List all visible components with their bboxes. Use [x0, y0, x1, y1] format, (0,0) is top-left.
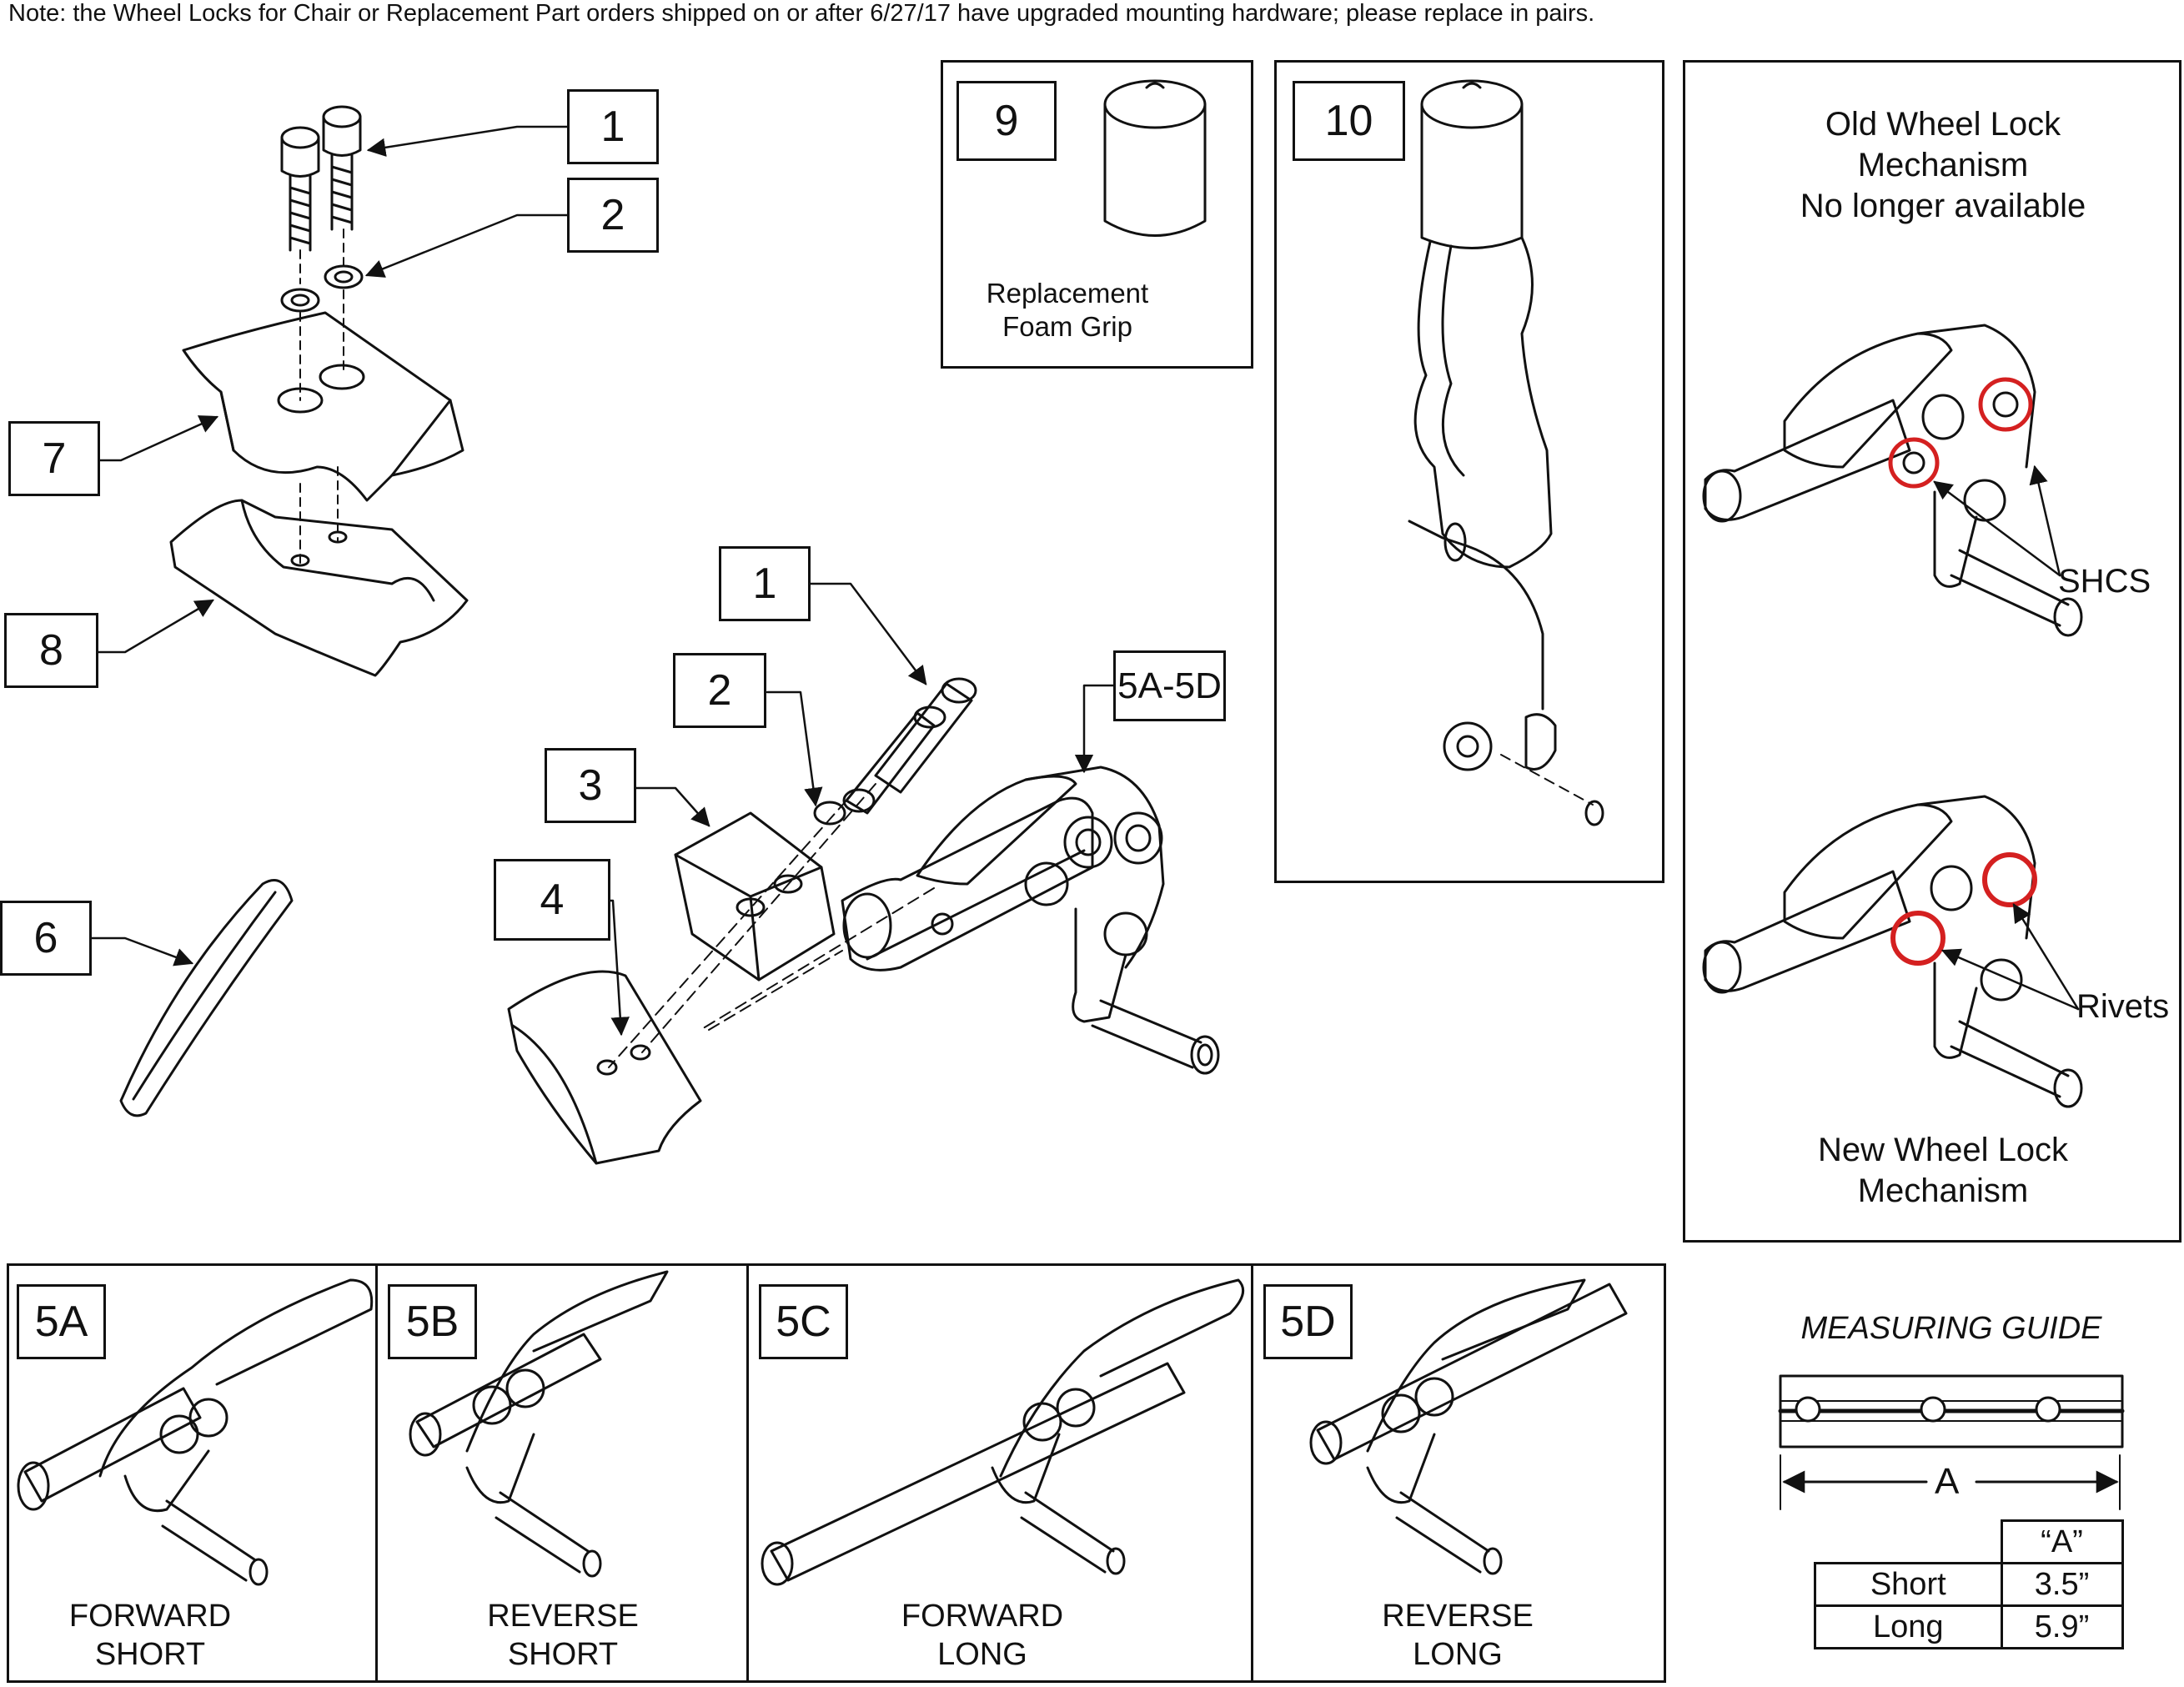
old-mechanism-title: Old Wheel Lock Mechanism No longer avail…: [1718, 104, 2168, 226]
callout-9: 9: [956, 81, 1057, 161]
callout-3: 3: [545, 748, 636, 823]
old-mechanism-title-line1: Old Wheel Lock: [1825, 106, 2061, 143]
panel-foam-grip: [941, 60, 1253, 369]
old-mechanism-title-line3: No longer available: [1800, 187, 2086, 224]
screw-top-2: [322, 105, 362, 231]
new-mechanism-drawing: [1702, 795, 2083, 1108]
variant-5a-code: 5A: [17, 1284, 106, 1359]
clamp-bottom-8: [169, 499, 469, 677]
callout-2-top: 2: [567, 178, 659, 253]
variant-5a-label: FORWARD SHORT: [25, 1597, 275, 1674]
variant-5c-label-line1: FORWARD: [901, 1599, 1064, 1634]
variant-5c-drawing: [761, 1278, 1245, 1586]
row-name: Long: [1814, 1604, 2003, 1649]
foam-grip-9: [1103, 79, 1207, 237]
foam-grip-label-line2: Foam Grip: [1002, 311, 1132, 343]
callout-7: 7: [8, 421, 100, 496]
variant-5d-code: 5D: [1263, 1284, 1353, 1359]
variant-5b-drawing: [409, 1270, 669, 1578]
screw-top-1: [280, 126, 320, 252]
new-mechanism-title: New Wheel Lock Mechanism: [1718, 1130, 2168, 1212]
variant-divider-2: [746, 1263, 749, 1683]
old-mechanism-drawing: [1702, 324, 2083, 637]
table-row: Short 3.5”: [1814, 1562, 2124, 1607]
panel-old-new-mechanism: [1683, 60, 2181, 1243]
rivets-pointer-label: Rivets: [2076, 988, 2170, 1025]
variant-5b-label-line1: REVERSE: [487, 1599, 639, 1634]
brake-pad-6: [119, 879, 294, 1117]
wheel-lock-mechanism-center: [841, 766, 1220, 1075]
variants-strip: [7, 1263, 1666, 1683]
callout-1-center: 1: [719, 546, 811, 621]
variant-5b-label-line2: SHORT: [507, 1637, 619, 1673]
callout-4: 4: [494, 859, 610, 941]
brake-handle-10: [1408, 79, 1604, 826]
variant-5d-drawing: [1309, 1278, 1628, 1575]
clamp-top-7: [182, 311, 464, 502]
callout-6: 6: [0, 901, 92, 976]
variant-5b-label: REVERSE SHORT: [438, 1597, 688, 1674]
foam-grip-label: Replacement Foam Grip: [959, 277, 1176, 344]
new-mechanism-title-line1: New Wheel Lock: [1817, 1132, 2069, 1168]
screw-center: [813, 677, 977, 826]
leader-lines: [90, 125, 2080, 1037]
variant-divider-1: [375, 1263, 378, 1683]
callout-2-center: 2: [673, 653, 766, 728]
variant-5d-label: REVERSE LONG: [1333, 1597, 1583, 1674]
new-mechanism-title-line2: Mechanism: [1857, 1172, 2029, 1209]
old-mechanism-title-line2: Mechanism: [1857, 146, 2029, 183]
table-row: Long 5.9”: [1814, 1604, 2124, 1649]
variant-5d-label-line1: REVERSE: [1382, 1599, 1534, 1634]
variant-5a-label-line1: FORWARD: [68, 1599, 232, 1634]
shipping-note: Note: the Wheel Locks for Chair or Repla…: [8, 0, 1595, 27]
variant-divider-3: [1251, 1263, 1253, 1683]
clamp-block-3: [674, 811, 836, 982]
callout-10: 10: [1293, 81, 1405, 161]
measuring-guide-table: “A” Short 3.5” Long 5.9”: [1814, 1519, 2124, 1649]
dimension-a-label: A: [1935, 1461, 1960, 1502]
callout-8: 8: [4, 613, 98, 688]
row-value: 5.9”: [2000, 1604, 2124, 1649]
variant-5c-label: FORWARD LONG: [857, 1597, 1107, 1674]
shcs-pointer-label: SHCS: [2058, 563, 2151, 600]
panel-brake-handle: [1274, 60, 1664, 883]
callout-5a-5d: 5A-5D: [1113, 650, 1226, 721]
variant-5b-code: 5B: [388, 1284, 477, 1359]
foam-grip-label-line1: Replacement: [986, 278, 1149, 309]
variant-5c-label-line2: LONG: [937, 1637, 1027, 1673]
table-corner: [1815, 1520, 2003, 1564]
clamp-piece-4: [507, 970, 702, 1165]
variant-5a-drawing: [17, 1278, 374, 1586]
callout-1-top: 1: [567, 89, 659, 164]
variant-5c-code: 5C: [759, 1284, 848, 1359]
washer-top: [280, 264, 364, 313]
measuring-guide-bar: [1778, 1374, 2125, 1510]
row-name: Short: [1814, 1562, 2003, 1607]
variant-5d-label-line2: LONG: [1413, 1637, 1503, 1673]
variant-5a-label-line2: SHORT: [94, 1637, 206, 1673]
row-value: 3.5”: [2000, 1562, 2124, 1607]
table-header-a: “A”: [2000, 1519, 2124, 1564]
measuring-guide-title: MEASURING GUIDE: [1800, 1311, 2102, 1346]
